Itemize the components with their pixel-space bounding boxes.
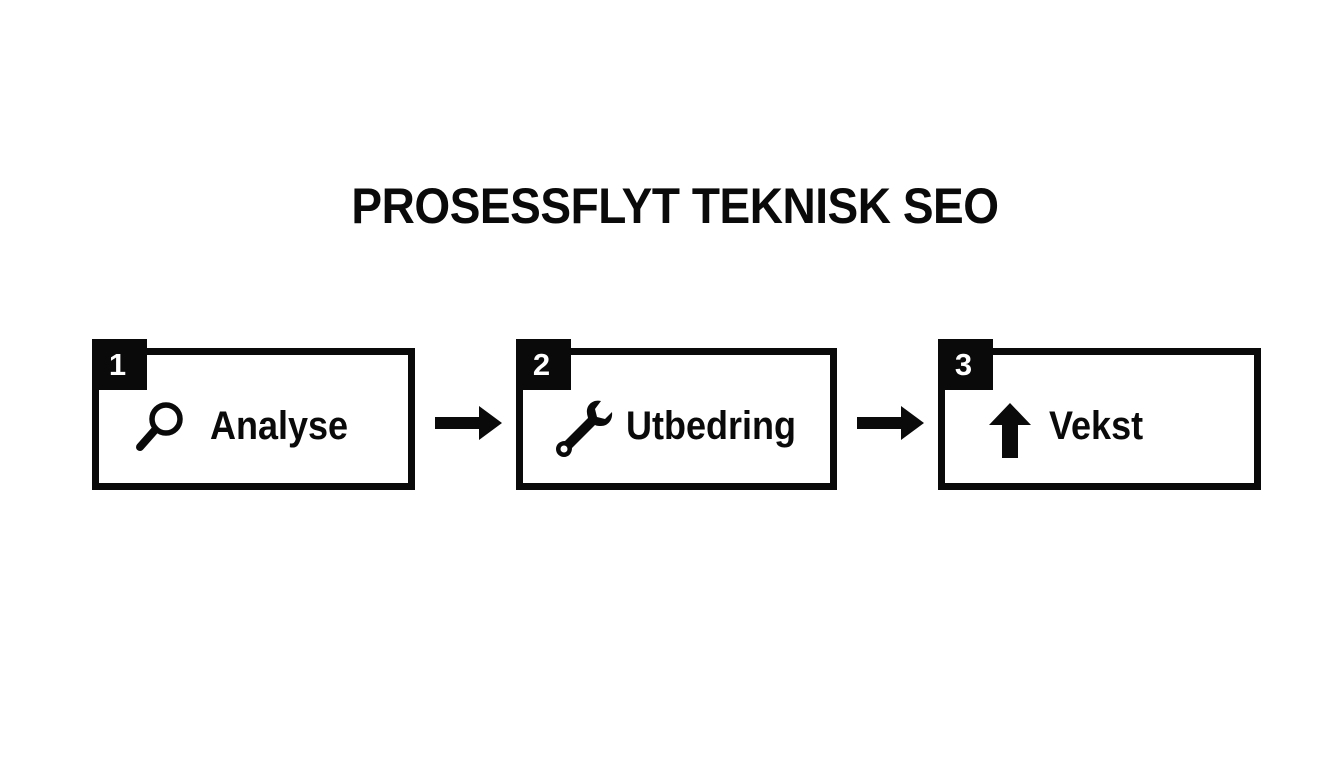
wrench-icon [556, 400, 613, 457]
arrow-right-icon [857, 406, 924, 440]
arrow-right-icon [435, 406, 502, 440]
step-label: Utbedring [626, 404, 796, 448]
step-number-badge: 2 [516, 339, 571, 390]
step-label: Analyse [210, 404, 349, 448]
arrow-up-icon [989, 403, 1031, 458]
step-number-badge: 1 [92, 339, 147, 390]
step-utbedring: 2 Utbedring [516, 339, 837, 490]
diagram-title: PROSESSFLYT TEKNISK SEO [351, 178, 999, 234]
step-label: Vekst [1049, 404, 1144, 448]
step-analyse: 1 Analyse [92, 339, 415, 490]
step-number-badge: 3 [938, 339, 993, 390]
magnifying-glass-icon [136, 402, 183, 451]
step-vekst: 3 Vekst [938, 339, 1261, 490]
